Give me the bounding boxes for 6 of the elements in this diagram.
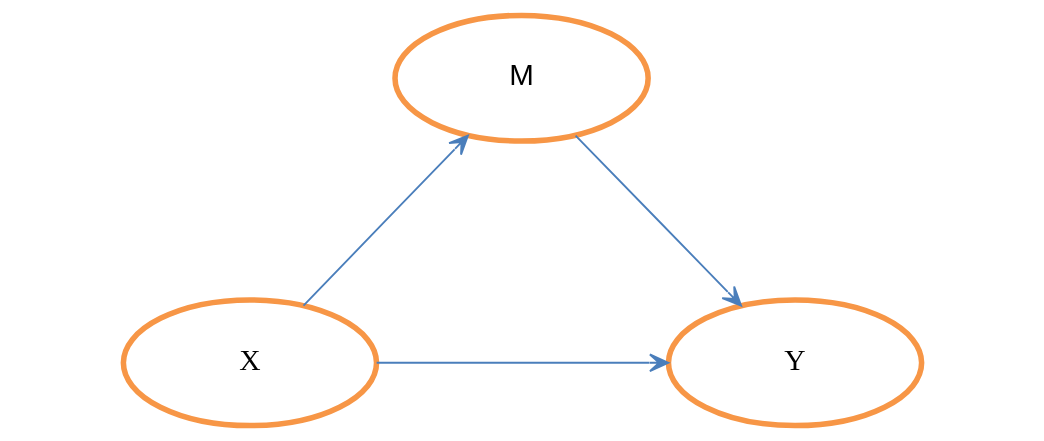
arrow	[574, 134, 742, 307]
arrow	[302, 134, 469, 307]
arrow	[375, 353, 669, 372]
node-ellipse: X	[120, 297, 379, 429]
node-ellipse: M	[391, 12, 651, 144]
node-ellipse: Y	[665, 297, 924, 429]
